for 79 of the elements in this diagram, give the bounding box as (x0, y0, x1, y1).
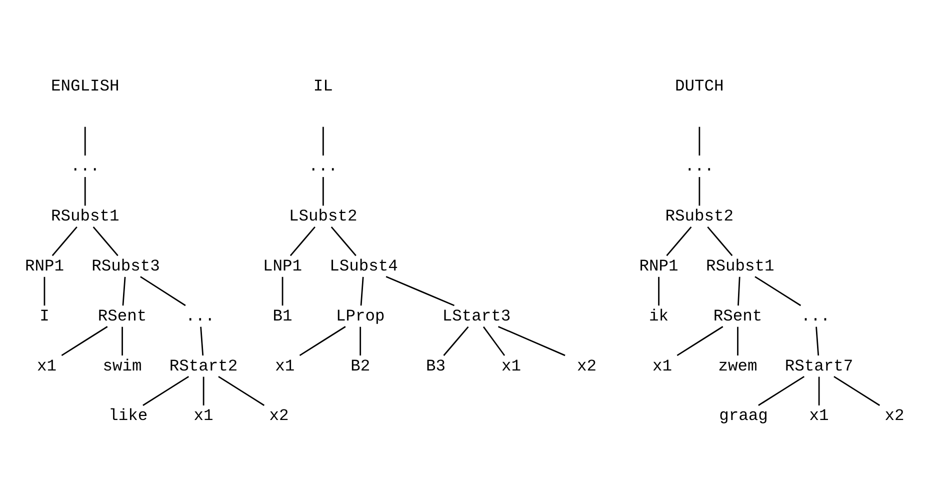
connector (84, 177, 86, 206)
connector (738, 276, 740, 306)
connector (816, 326, 820, 356)
node-text: x2 (269, 406, 289, 426)
connector (834, 376, 880, 406)
connector (84, 126, 86, 156)
connector (666, 226, 692, 256)
connector (322, 177, 324, 206)
connector (698, 126, 700, 156)
connector (360, 276, 364, 306)
connector (482, 326, 506, 356)
node-text: x1 (652, 356, 672, 376)
node-text: LNP1 (263, 256, 302, 276)
node-text: LSubst2 (289, 206, 358, 226)
node-text: ... (800, 306, 830, 326)
connector (737, 326, 738, 356)
node-text: ... (185, 306, 215, 326)
connector (658, 276, 660, 306)
node-text: ... (308, 156, 338, 176)
node-text: RNP1 (639, 256, 678, 276)
node-text: RSubst2 (665, 206, 734, 226)
node-text: graag (719, 406, 768, 426)
node-text: x1 (275, 356, 295, 376)
connector (698, 177, 700, 206)
connector (290, 226, 316, 256)
node-text: LProp (336, 306, 385, 326)
connector (122, 326, 123, 356)
label: IL (313, 76, 333, 96)
node-text: RStart2 (169, 356, 238, 376)
node-text: LStart3 (442, 306, 511, 326)
node-text: LSubst4 (330, 256, 398, 276)
connector (758, 376, 804, 406)
connector (322, 126, 324, 156)
node-text: ... (70, 156, 100, 176)
node-text: x1 (37, 356, 57, 376)
node-text: RSubst3 (92, 256, 160, 276)
node-text: RStart7 (784, 356, 854, 376)
node-text: swim (102, 356, 142, 376)
node-text: x1 (502, 356, 522, 376)
node-text: x2 (884, 406, 904, 426)
label: ENGLISH (50, 76, 120, 96)
connector (754, 276, 802, 306)
connector (707, 226, 733, 256)
node-text: B2 (350, 356, 370, 376)
node-text: RSent (713, 306, 762, 326)
node-text: RSubst1 (50, 206, 120, 226)
node-text: x2 (577, 356, 597, 376)
node-text: ... (684, 156, 714, 176)
connector (200, 326, 204, 356)
connector (61, 326, 108, 356)
connector (360, 326, 362, 356)
node-text: RSubst1 (706, 256, 774, 276)
connector (299, 326, 346, 356)
connector (202, 376, 204, 406)
connector (386, 276, 455, 306)
connector (142, 376, 190, 406)
connector (52, 226, 78, 256)
connector (44, 276, 46, 306)
connector (443, 326, 469, 356)
node-text: RSent (98, 306, 147, 326)
connector (140, 276, 186, 306)
connector (218, 376, 265, 406)
connector (122, 276, 126, 306)
node-text: zwem (718, 356, 758, 376)
node-text: x1 (809, 406, 829, 426)
node-text: RNP1 (24, 256, 64, 276)
node-text: like (108, 406, 148, 426)
node-text: B1 (272, 306, 292, 326)
connector (498, 326, 566, 356)
connector (92, 226, 118, 256)
node-text: B3 (426, 356, 446, 376)
connector (676, 326, 724, 356)
label: DUTCH (675, 76, 724, 96)
connector (282, 276, 284, 306)
node-text: x1 (194, 406, 214, 426)
connector (330, 226, 356, 256)
node-text: ik (649, 306, 669, 326)
node-text: I (40, 306, 50, 326)
connector (818, 376, 820, 406)
